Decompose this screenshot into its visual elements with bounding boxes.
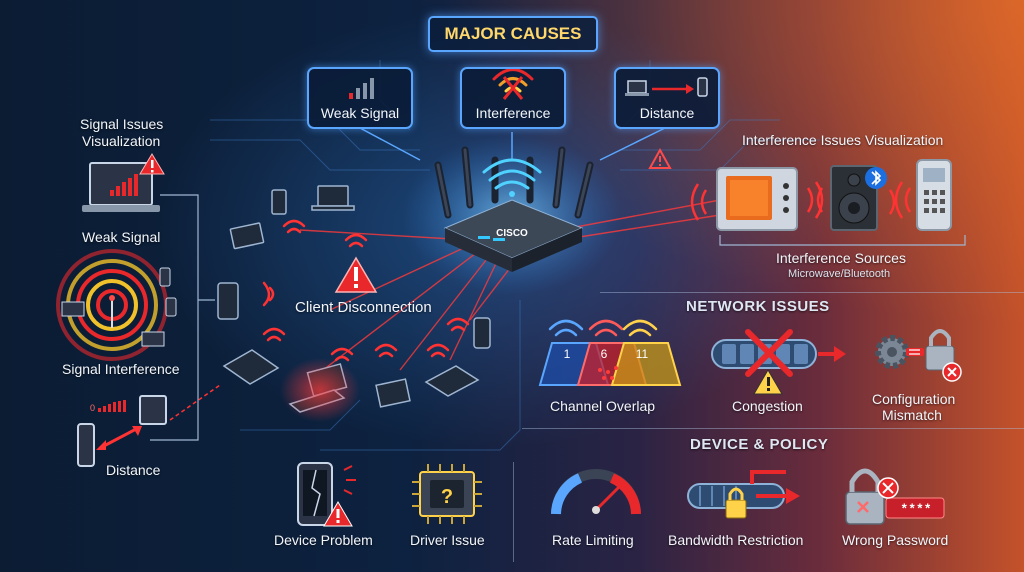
- congestion-label: Congestion: [732, 398, 803, 414]
- divider-network: [600, 292, 1024, 293]
- signal-interference-label: Signal Interference: [62, 361, 180, 377]
- congestion-icon: [711, 329, 846, 395]
- callout-pointers: [359, 127, 666, 161]
- disconnect-glow: [280, 358, 360, 422]
- signal-issues-title-line2: Visualization: [82, 133, 161, 149]
- signal-bars-icon: [349, 78, 374, 99]
- divider-vertical-bottom: [513, 462, 514, 562]
- interference-wifi-icon: [492, 69, 534, 100]
- driver-issue-label: Driver Issue: [410, 532, 485, 548]
- weak-signal-callout: Weak Signal: [307, 67, 413, 129]
- center-warning-icon: [334, 256, 378, 293]
- channel-overlap-icon: [538, 319, 682, 386]
- router-brand: CISCO: [496, 228, 528, 239]
- interference-sources-sub: Microwave/Bluetooth: [788, 268, 891, 280]
- interference-viz-title: Interference Issues Visualization: [742, 132, 944, 148]
- distance-arrow-icon: [625, 77, 708, 97]
- channel-6-label: 6: [601, 347, 608, 361]
- device-policy-title: DEVICE & POLICY: [690, 436, 829, 453]
- warning-icon: [648, 147, 672, 169]
- wrong-password-label: Wrong Password: [842, 532, 949, 548]
- rate-limiting-label: Rate Limiting: [552, 532, 634, 548]
- interference-sources-label: Interference Sources: [776, 250, 906, 266]
- interference-panel: [690, 159, 966, 246]
- router-icon: [434, 146, 594, 272]
- interference-label: Interference: [475, 105, 551, 121]
- network-issues-title: NETWORK ISSUES: [686, 298, 830, 315]
- client-disconnection-label: Client Disconnection: [295, 299, 432, 316]
- major-causes-title: MAJOR CAUSES: [428, 16, 598, 52]
- channel-overlap-label: Channel Overlap: [550, 398, 656, 414]
- wrong-password-icon: [845, 468, 945, 525]
- signal-issues-title-line1: Signal Issues: [80, 116, 164, 132]
- configuration-label: Configuration: [872, 391, 956, 407]
- channel-1-label: 1: [564, 347, 571, 361]
- divider-device-policy: [522, 428, 1024, 429]
- device-problem-icon: [297, 462, 356, 527]
- distance-label: Distance: [639, 105, 695, 121]
- driver-issue-icon: [412, 464, 482, 524]
- svg-text:0: 0: [90, 403, 95, 413]
- bandwidth-restriction-icon: [687, 470, 800, 519]
- password-mask: ****: [900, 502, 931, 517]
- weak-signal-label: Weak Signal: [320, 105, 400, 121]
- channel-11-label: 11: [636, 347, 649, 361]
- rate-limiting-icon: [551, 469, 641, 515]
- bandwidth-restriction-label: Bandwidth Restriction: [668, 532, 804, 548]
- left-distance-label: Distance: [106, 462, 161, 478]
- left-weak-signal-label: Weak Signal: [82, 229, 161, 245]
- config-mismatch-icon: [875, 329, 962, 382]
- device-problem-label: Device Problem: [274, 532, 373, 548]
- driver-question-glyph: ?: [441, 486, 453, 508]
- interference-callout: Interference: [460, 67, 566, 129]
- signal-issues-panel: 0: [56, 153, 221, 467]
- mismatch-label: Mismatch: [882, 407, 942, 423]
- weak-signal-arcs: [262, 219, 470, 362]
- distance-callout: Distance: [614, 67, 720, 129]
